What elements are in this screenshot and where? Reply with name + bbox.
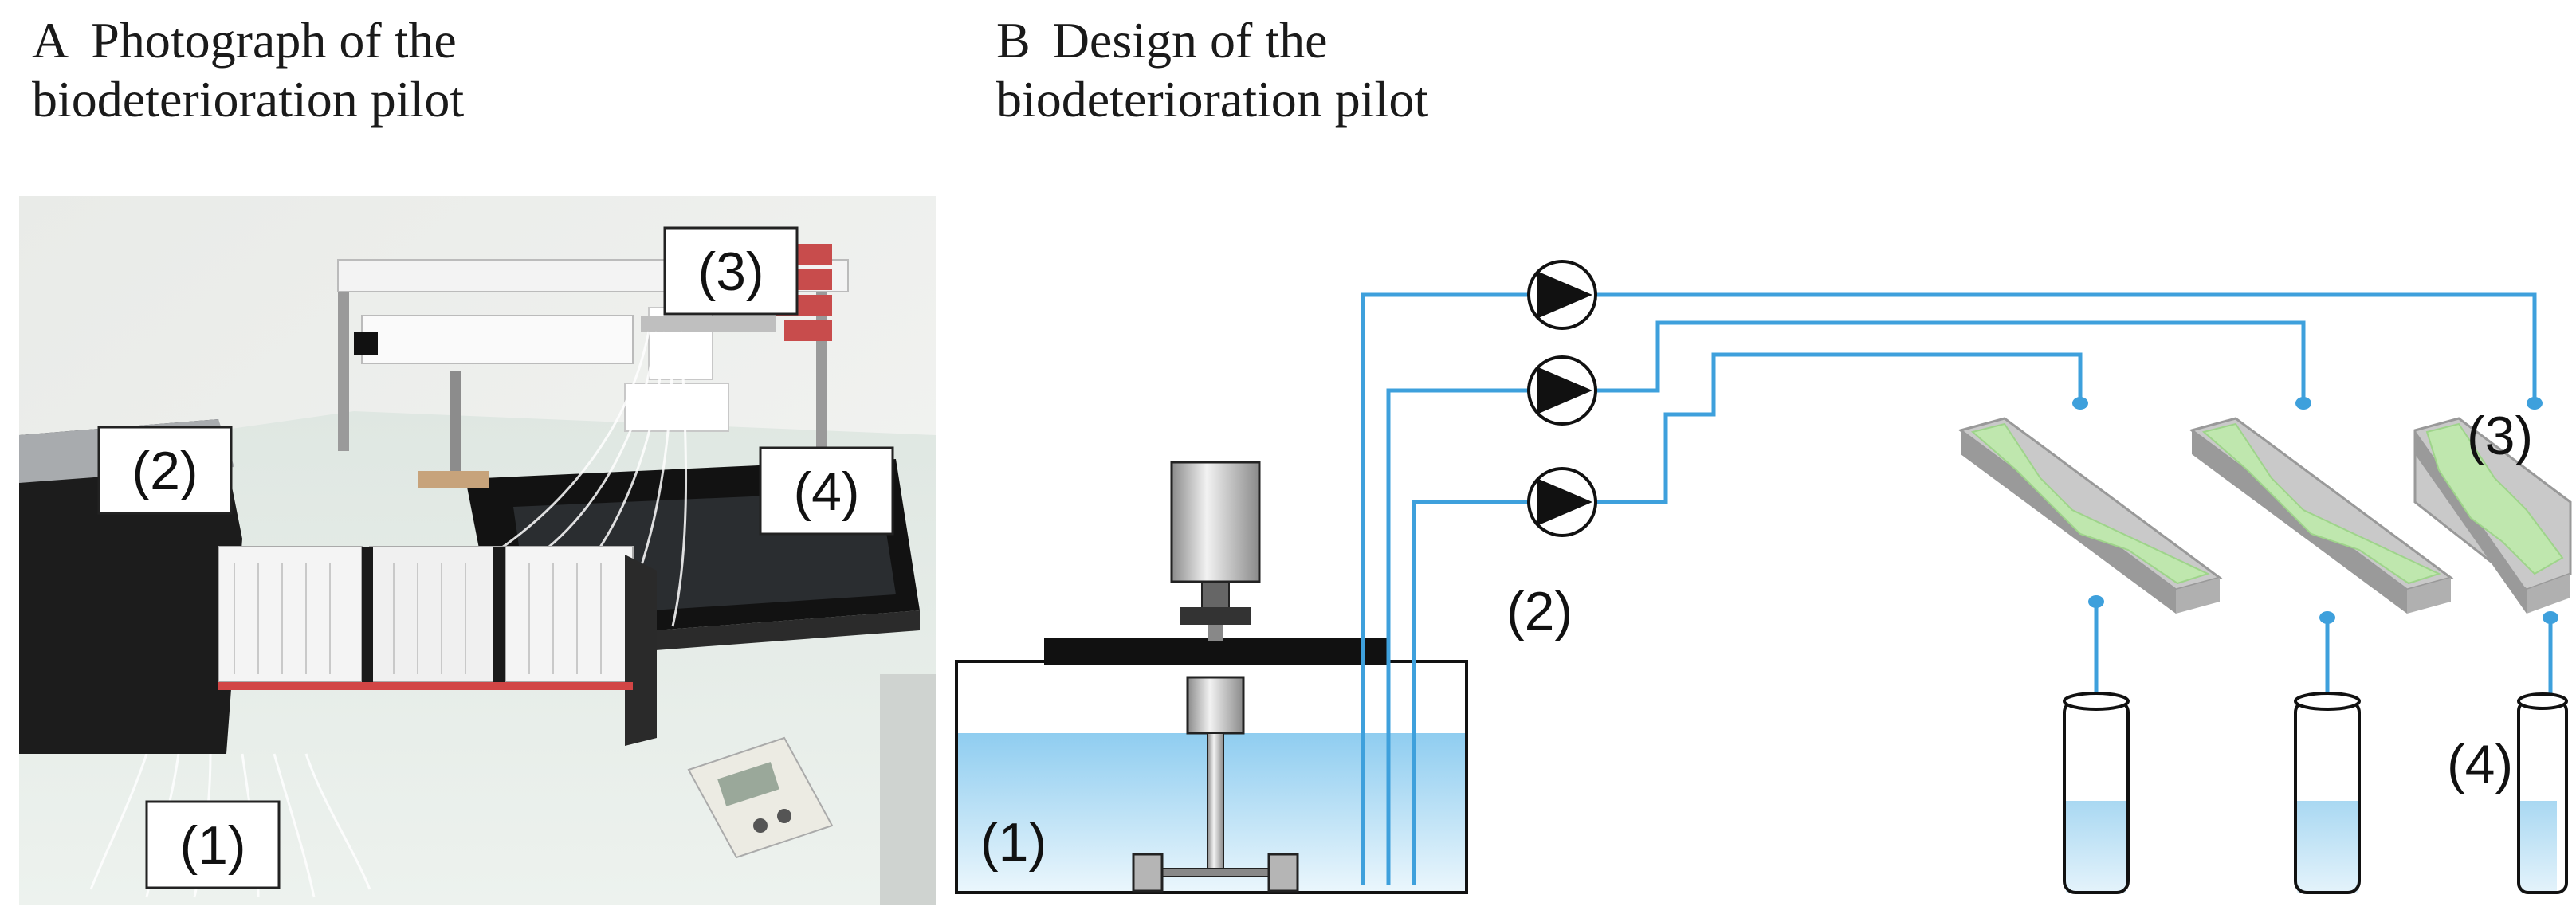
- panel-b-title-line2: biodeterioration pilot: [996, 71, 1429, 128]
- collection-tube-3: [2517, 692, 2568, 894]
- pump-2: [1527, 355, 1597, 426]
- photo-meter: [687, 736, 834, 859]
- panel-a-title: A Photograph of the biodeterioration pilo…: [32, 11, 464, 129]
- svg-text:(4): (4): [793, 461, 859, 522]
- pump-3: [1527, 467, 1597, 537]
- svg-text:(3): (3): [697, 241, 764, 302]
- design-label-plates: (3): [2467, 406, 2533, 466]
- design-label-pump: (2): [1506, 581, 1573, 641]
- panel-a-letter: A: [32, 12, 69, 69]
- tank-lid: [1044, 638, 1387, 665]
- collection-tube-2: [2294, 692, 2361, 894]
- plate-1: [1958, 417, 2223, 614]
- plate-2: [2189, 417, 2454, 614]
- photo-label-tubes: (4): [759, 446, 894, 536]
- panel-a-title-line1: Photograph of the: [91, 12, 457, 69]
- panel-a-title-line2: biodeterioration pilot: [32, 71, 465, 128]
- photo-label-plates: (3): [663, 226, 799, 316]
- pump-1: [1527, 260, 1597, 330]
- tubing: [1361, 292, 2553, 885]
- photo-pump-heads: [218, 546, 657, 746]
- photo-label-tank: (1): [145, 800, 281, 889]
- plate-3: [2413, 417, 2572, 614]
- svg-text:(1): (1): [179, 815, 245, 876]
- panel-b-title-line1: Design of the: [1052, 12, 1328, 69]
- photograph-illustration: (1) (2) (3) (4): [19, 196, 936, 905]
- panel-b-title: B Design of the biodeterioration pilot: [996, 11, 1428, 129]
- photo-label-pump: (2): [97, 426, 233, 515]
- photo-floor-strip: [880, 674, 936, 905]
- inlet-dots: [2072, 397, 2558, 624]
- photograph-panel: (1) (2) (3) (4): [19, 196, 936, 905]
- collection-tube-1: [2063, 692, 2130, 894]
- stirrer: [1132, 461, 1299, 892]
- design-label-tank: (1): [980, 812, 1046, 873]
- panel-b-letter: B: [996, 12, 1031, 69]
- design-diagram: (1) (2) (3): [955, 260, 2572, 894]
- svg-text:(2): (2): [132, 441, 198, 501]
- design-label-tubes: (4): [2447, 734, 2514, 794]
- design-panel: (1) (2) (3): [948, 239, 2574, 908]
